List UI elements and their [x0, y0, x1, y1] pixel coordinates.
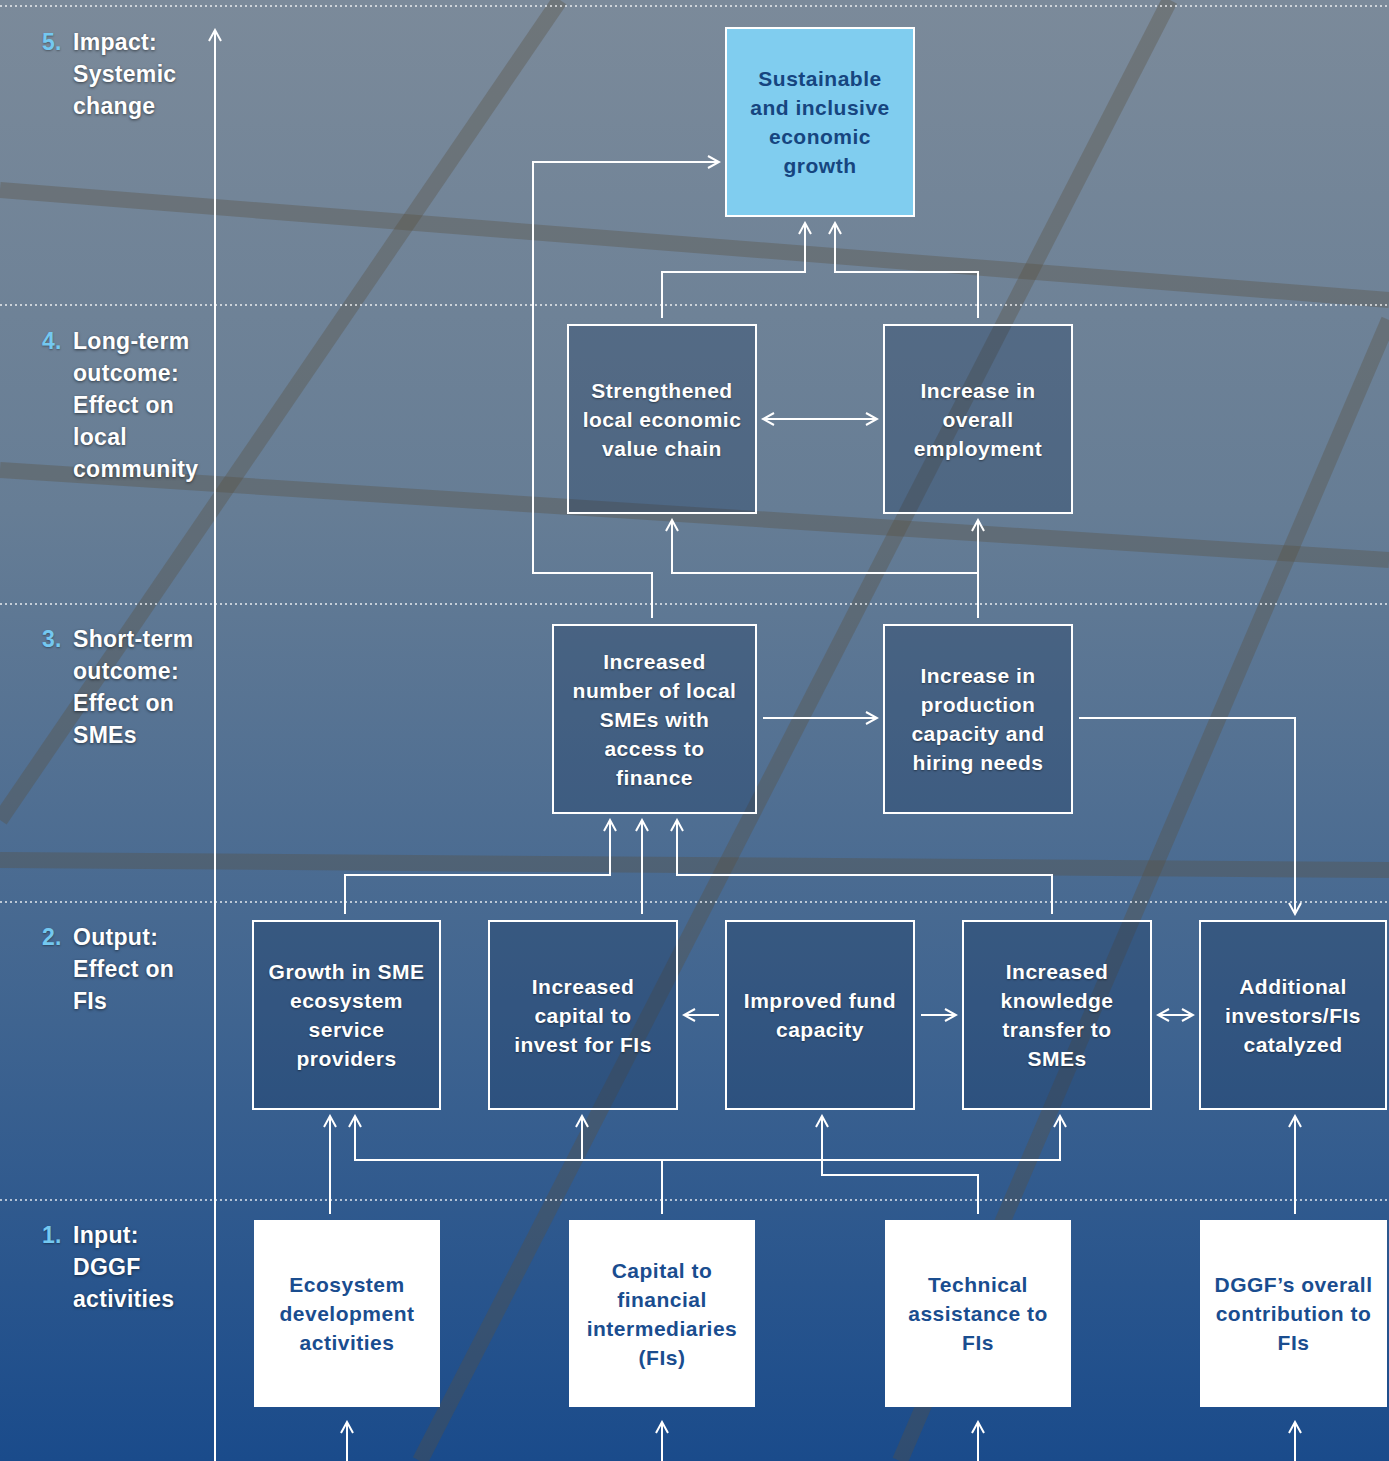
connector-arrow [1158, 1014, 1193, 1016]
connector-arrow [329, 1116, 331, 1214]
axis-arrow [214, 30, 216, 1461]
box-text: DGGF’s overall contribution to FIs [1212, 1270, 1375, 1357]
level-number: 1. [42, 1219, 62, 1251]
box-text-group: Sustainable and inclusive economic growt… [737, 64, 903, 180]
connector-arrow [921, 1014, 956, 1016]
level-number: 2. [42, 921, 62, 953]
level-divider [0, 6, 1389, 1200]
outcome-box: Additional investors/FIs catalyzed [1199, 920, 1387, 1110]
box-text-group: Ecosystem development activities [266, 1270, 428, 1357]
connector-arrow [677, 820, 1052, 914]
connector-arrow [662, 223, 805, 318]
outcome-box: Increased capital to invest for FIs [488, 920, 678, 1110]
level-label: Impact: Systemic change [73, 26, 203, 122]
box-text: Growth in SME ecosystem service provider… [264, 957, 429, 1073]
box-text: Improved fund capacity [737, 986, 903, 1044]
box-text-group: DGGF’s overall contribution to FIs [1212, 1270, 1375, 1357]
input-box: Technical assistance to FIs [885, 1220, 1071, 1407]
box-text: Strengthened local economic value chain [579, 376, 745, 463]
connector-arrow [582, 1116, 662, 1214]
connector-arrow [835, 223, 978, 318]
input-box: Ecosystem development activities [254, 1220, 440, 1407]
level-label: Input: DGGF activities [73, 1219, 201, 1315]
box-text: Increased number of local SMEs with acce… [564, 647, 745, 792]
connector-arrow [763, 717, 877, 719]
connector-arrow [641, 820, 643, 914]
outcome-box: Increased number of local SMEs with acce… [552, 624, 757, 814]
outcome-box: Increased knowledge transfer to SMEs [962, 920, 1152, 1110]
box-text: Increased knowledge transfer to SMEs [974, 957, 1140, 1073]
outcome-box: Improved fund capacity [725, 920, 915, 1110]
box-text-group: Increase in production capacity and hiri… [895, 661, 1061, 777]
connector-arrow [822, 1116, 978, 1214]
outcome-box: Growth in SME ecosystem service provider… [252, 920, 441, 1110]
connector-arrow [1294, 1116, 1296, 1214]
connector-arrow [763, 418, 877, 420]
box-text-group: Technical assistance to FIs [897, 1270, 1059, 1357]
box-text-group: Growth in SME ecosystem service provider… [264, 957, 429, 1073]
box-text: Capital to financial intermediaries (FIs… [581, 1256, 743, 1372]
box-text-group: Increase in overall employment [895, 376, 1061, 463]
box-text: Additional investors/FIs catalyzed [1211, 972, 1375, 1059]
connector-arrow [684, 1014, 719, 1016]
box-text-group: Increased number of local SMEs with acce… [564, 647, 745, 792]
level-number: 5. [42, 26, 62, 58]
box-text-group: Strengthened local economic value chain [579, 376, 745, 463]
connector-arrow [662, 1116, 1060, 1214]
connector-arrow [1079, 718, 1295, 914]
connector-arrow [345, 820, 610, 914]
box-text: Ecosystem development activities [266, 1270, 428, 1357]
box-text-group: Improved fund capacity [737, 986, 903, 1044]
input-arrow [347, 1422, 1295, 1461]
box-text: Sustainable and inclusive economic growt… [737, 64, 903, 180]
level-label: Short-term outcome: Effect on SMEs [73, 623, 203, 751]
level-number: 4. [42, 325, 62, 357]
box-text: Technical assistance to FIs [897, 1270, 1059, 1357]
level-label: Output: Effect on FIs [73, 921, 203, 1017]
level-number: 3. [42, 623, 62, 655]
connector-arrow [977, 520, 979, 618]
box-text: Increase in overall employment [895, 376, 1061, 463]
box-text-group: Additional investors/FIs catalyzed [1211, 972, 1375, 1059]
outcome-box: Increase in overall employment [883, 324, 1073, 514]
impact-box: Sustainable and inclusive economic growt… [725, 27, 915, 217]
box-text-group: Increased capital to invest for FIs [500, 972, 666, 1059]
level-label: Long-term outcome: Effect on local commu… [73, 325, 203, 485]
connector-arrow [672, 520, 978, 618]
input-box: Capital to financial intermediaries (FIs… [569, 1220, 755, 1407]
box-text: Increase in production capacity and hiri… [895, 661, 1061, 777]
box-text: Increased capital to invest for FIs [500, 972, 666, 1059]
connector-arrow [355, 1116, 662, 1214]
input-box: DGGF’s overall contribution to FIs [1200, 1220, 1387, 1407]
outcome-box: Strengthened local economic value chain [567, 324, 757, 514]
box-text-group: Increased knowledge transfer to SMEs [974, 957, 1140, 1073]
box-text-group: Capital to financial intermediaries (FIs… [581, 1256, 743, 1372]
outcome-box: Increase in production capacity and hiri… [883, 624, 1073, 814]
